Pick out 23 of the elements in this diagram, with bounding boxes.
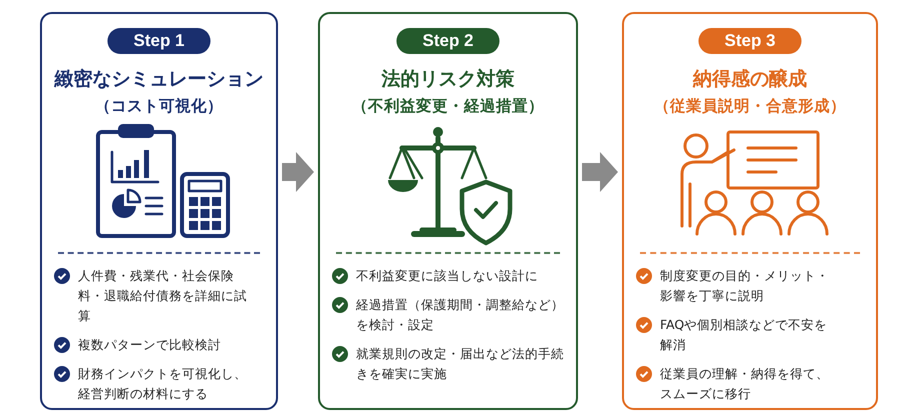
step-card	[622, 12, 878, 410]
bullet-text: 複数パターンで比較検討	[78, 336, 221, 354]
step-badge: Step 3	[698, 28, 802, 54]
bullet-text: 不利益変更に該当しない設計に	[356, 267, 538, 285]
step-card	[318, 12, 578, 410]
step-title: 納得感の醸成	[692, 67, 808, 92]
bullet-text: 就業規則の改定・届出など法的手続きを確実に実施	[356, 345, 565, 383]
bullet-text: 人件費・残業代・社会保険料・退職給付債務を詳細に試算	[78, 267, 248, 325]
bullet-text: 経過措置（保護期間・調整給など）を検討・設定	[356, 296, 565, 334]
flow-arrow	[582, 152, 618, 192]
step-card	[40, 12, 278, 410]
step-badge: Step 1	[107, 28, 211, 54]
bullet-text: 従業員の理解・納得を得て、スムーズに移行	[660, 365, 830, 403]
step-subtitle: （不利益変更・経過措置）	[351, 96, 545, 117]
bullet-text: 制度変更の目的・メリット・影響を丁寧に説明	[660, 267, 830, 305]
step-subtitle: （従業員説明・合意形成）	[653, 96, 847, 117]
bullet-text: 財務インパクトを可視化し、経営判断の材料にする	[78, 365, 248, 403]
step-title: 法的リスク対策	[380, 67, 516, 92]
flow-arrow	[282, 152, 314, 192]
step-subtitle: （コスト可視化）	[94, 96, 224, 117]
step-title: 緻密なシミュレーション	[53, 67, 264, 92]
bullet-text: FAQや個別相談などで不安を解消	[660, 316, 828, 354]
step-badge: Step 2	[396, 28, 500, 54]
